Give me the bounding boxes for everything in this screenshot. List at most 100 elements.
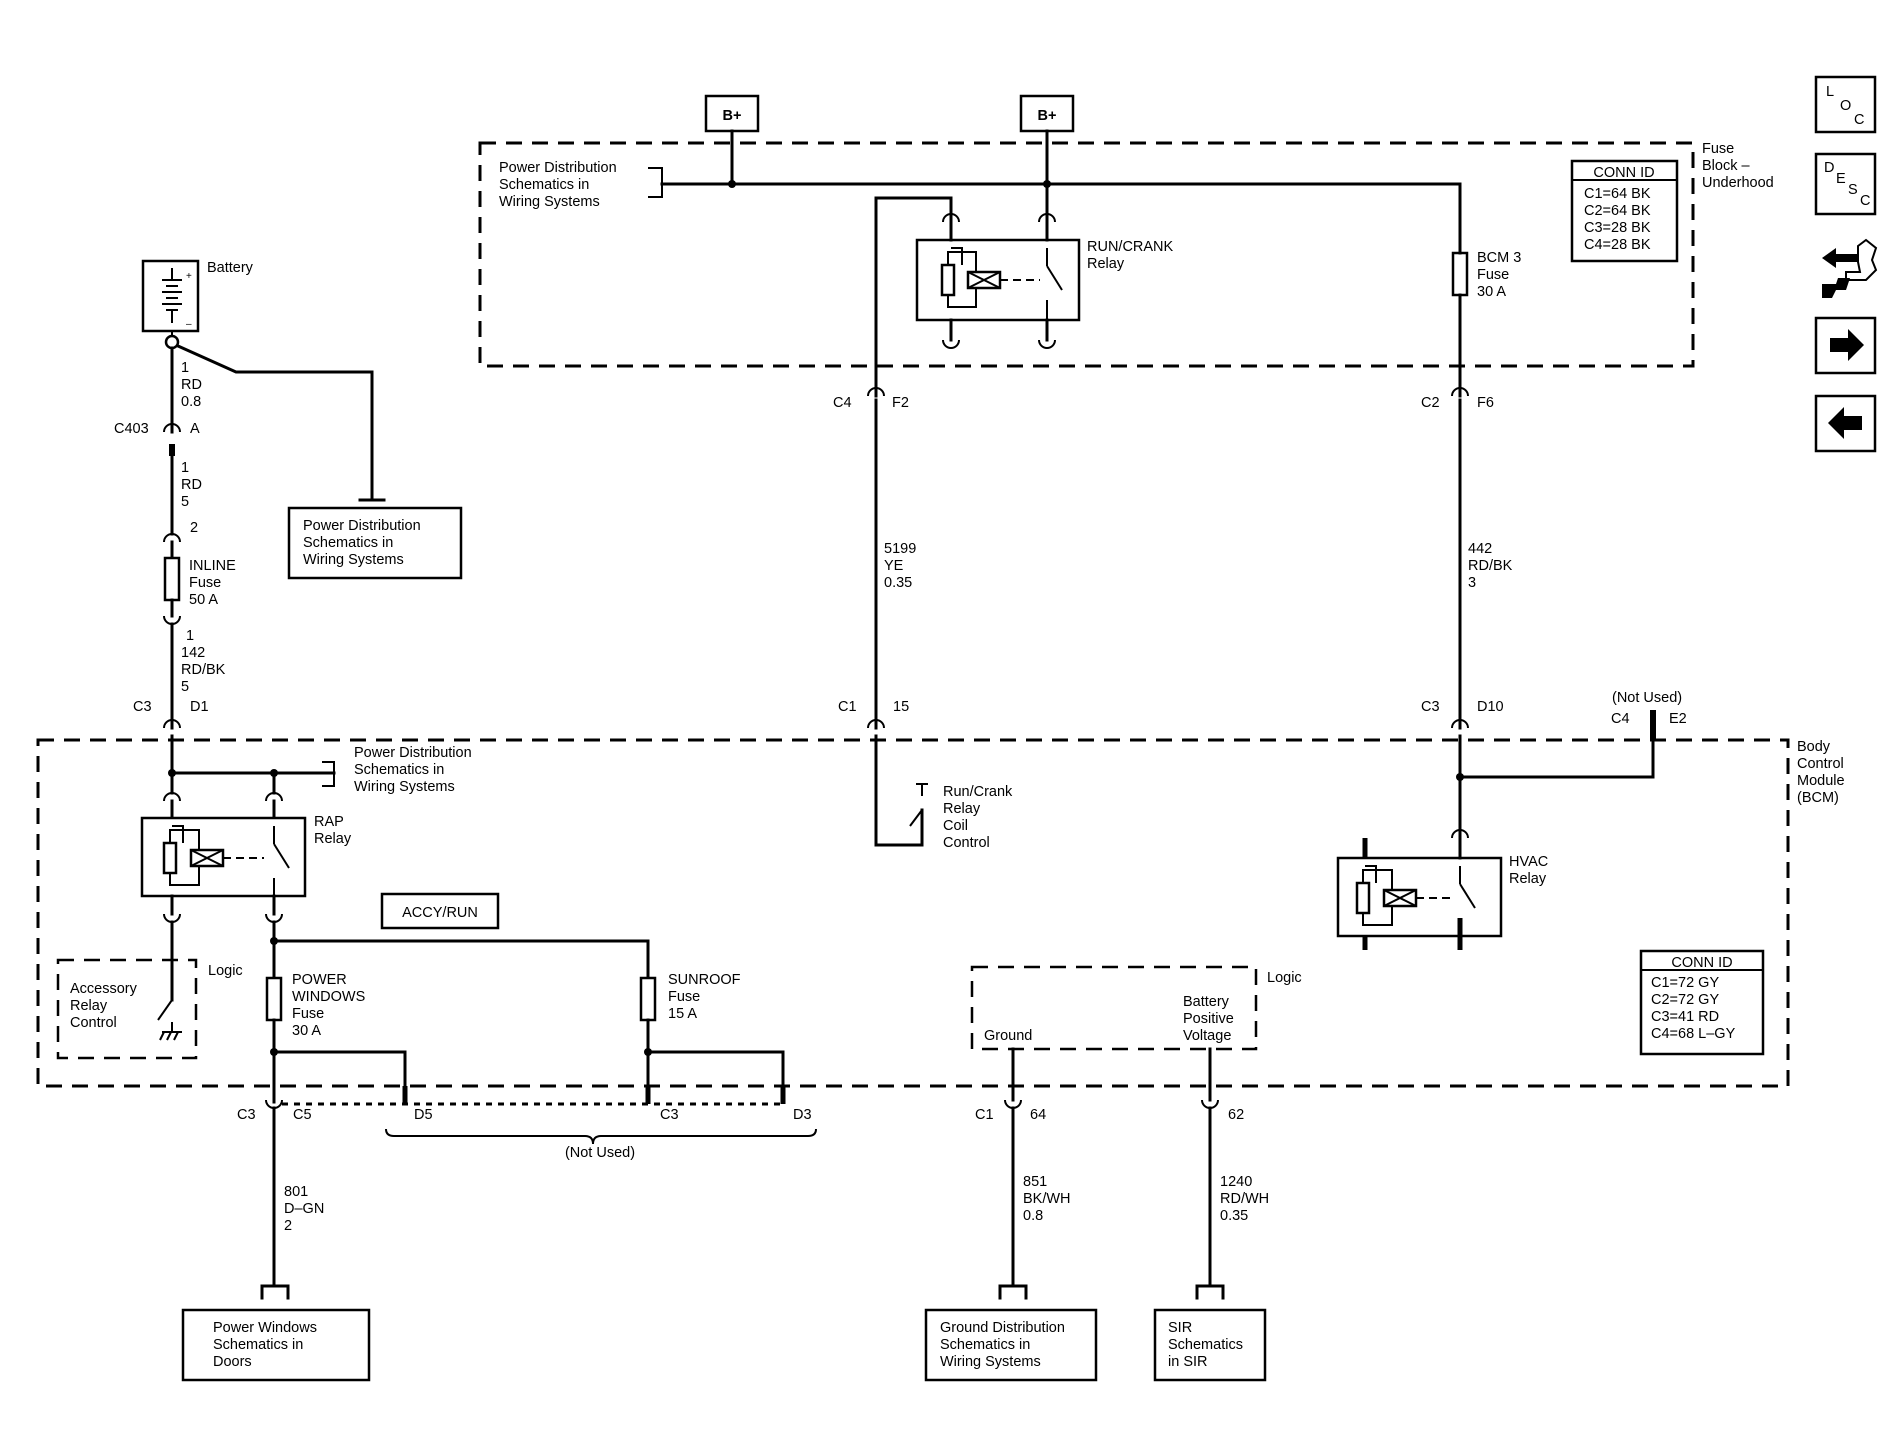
svg-text:RD: RD	[181, 477, 202, 493]
svg-text:BK/WH: BK/WH	[1023, 1191, 1071, 1207]
svg-text:5: 5	[181, 679, 189, 695]
svg-text:Relay: Relay	[70, 998, 108, 1014]
arrow-left-icon[interactable]	[1814, 394, 1877, 453]
svg-text:C4=68 L–GY: C4=68 L–GY	[1651, 1026, 1736, 1042]
svg-text:Fuse: Fuse	[292, 1006, 324, 1022]
svg-text:Module: Module	[1797, 773, 1845, 789]
battery-label: Battery	[207, 260, 254, 276]
svg-text:(Not Used): (Not Used)	[1612, 690, 1682, 706]
connector-c1-15: C1 15	[838, 699, 909, 730]
svg-text:30 A: 30 A	[1477, 284, 1506, 300]
svg-text:C3: C3	[133, 699, 152, 715]
svg-text:F2: F2	[892, 395, 909, 411]
svg-text:D: D	[1824, 160, 1834, 176]
svg-text:C2=72 GY: C2=72 GY	[1651, 992, 1719, 1008]
connector-c3-c5: C3 C5	[237, 1084, 312, 1123]
arrow-right-icon[interactable]	[1814, 316, 1877, 375]
svg-text:C2=64 BK: C2=64 BK	[1584, 203, 1651, 219]
svg-text:C4=28 BK: C4=28 BK	[1584, 237, 1651, 253]
svg-text:Schematics: Schematics	[1168, 1337, 1243, 1353]
svg-text:–: –	[186, 319, 192, 330]
b-plus-right: B+	[1019, 94, 1075, 133]
svg-text:B+: B+	[723, 108, 742, 124]
logic-ground-battery-positive: Logic Ground Battery Positive Voltage	[970, 965, 1302, 1051]
rap-relay: RAP Relay	[140, 792, 352, 923]
svg-text:RD/WH: RD/WH	[1220, 1191, 1269, 1207]
svg-text:Relay: Relay	[1509, 871, 1547, 887]
wire-851-label: 851 BK/WH 0.8	[1023, 1174, 1071, 1224]
dest-ground-distribution: Ground Distribution Schematics in Wiring…	[924, 1284, 1098, 1382]
svg-text:Control: Control	[943, 835, 990, 851]
svg-text:Power Distribution: Power Distribution	[303, 518, 421, 534]
svg-text:C3: C3	[660, 1107, 679, 1123]
fuse-block-underhood: Fuse Block – Underhood B+ B+ Power Distr…	[478, 94, 1774, 368]
svg-text:WINDOWS: WINDOWS	[292, 989, 365, 1005]
svg-text:E: E	[1836, 171, 1846, 187]
svg-text:Power Distribution: Power Distribution	[354, 745, 472, 761]
svg-text:62: 62	[1228, 1107, 1244, 1123]
connector-c4-f2: C4 F2	[833, 364, 909, 411]
svg-text:SUNROOF: SUNROOF	[668, 972, 741, 988]
connector-c3-d1: C3 D1	[133, 699, 209, 730]
svg-text:E2: E2	[1669, 711, 1687, 727]
fuse-pd-ref-1: Power Distribution	[499, 160, 617, 176]
connector-c1-64: C1 64	[975, 1084, 1046, 1123]
svg-text:C2: C2	[1421, 395, 1440, 411]
svg-text:C1: C1	[975, 1107, 994, 1123]
svg-text:Ground: Ground	[984, 1028, 1032, 1044]
sunroof-fuse: SUNROOF Fuse 15 A	[639, 972, 741, 1022]
svg-text:1240: 1240	[1220, 1174, 1252, 1190]
svg-text:1: 1	[186, 628, 194, 644]
svg-text:S: S	[1848, 182, 1858, 198]
svg-text:801: 801	[284, 1184, 308, 1200]
svg-text:15: 15	[893, 699, 909, 715]
svg-text:C: C	[1854, 112, 1864, 128]
svg-text:64: 64	[1030, 1107, 1046, 1123]
svg-text:HVAC: HVAC	[1509, 854, 1548, 870]
svg-text:(Not Used): (Not Used)	[565, 1145, 635, 1161]
svg-text:C3=28 BK: C3=28 BK	[1584, 220, 1651, 236]
battery-wire-top: 1 RD 0.8	[181, 360, 202, 410]
svg-text:Run/Crank: Run/Crank	[943, 784, 1013, 800]
svg-text:RD/BK: RD/BK	[1468, 558, 1513, 574]
svg-text:C1: C1	[838, 699, 857, 715]
svg-text:0.8: 0.8	[1023, 1208, 1043, 1224]
loc-icon[interactable]: L O C	[1814, 75, 1877, 134]
svg-text:D1: D1	[190, 699, 209, 715]
svg-text:D5: D5	[414, 1107, 433, 1123]
svg-text:Schematics in: Schematics in	[354, 762, 444, 778]
svg-text:Schematics in: Schematics in	[213, 1337, 303, 1353]
svg-text:15 A: 15 A	[668, 1006, 697, 1022]
fuse-block-label-1: Fuse	[1702, 141, 1734, 157]
battery: + – Battery	[141, 259, 254, 350]
svg-text:851: 851	[1023, 1174, 1047, 1190]
svg-text:BCM 3: BCM 3	[1477, 250, 1521, 266]
power-windows-fuse: POWER WINDOWS Fuse 30 A	[265, 972, 365, 1039]
svg-text:Doors: Doors	[213, 1354, 252, 1370]
svg-text:0.8: 0.8	[181, 394, 201, 410]
svg-text:O: O	[1840, 98, 1851, 114]
connector-icon[interactable]	[1822, 238, 1878, 298]
svg-text:Wiring Systems: Wiring Systems	[354, 779, 455, 795]
conn-id-table-bcm: CONN ID C1=72 GY C2=72 GY C3=41 RD C4=68…	[1639, 949, 1765, 1056]
fuse-pd-ref-2: Schematics in	[499, 177, 589, 193]
svg-text:0.35: 0.35	[1220, 1208, 1248, 1224]
svg-text:Logic: Logic	[208, 963, 243, 979]
wire-5199-label: 5199 YE 0.35	[884, 541, 916, 591]
svg-text:CONN ID: CONN ID	[1671, 955, 1732, 971]
svg-text:C403: C403	[114, 421, 149, 437]
svg-text:2: 2	[190, 520, 198, 536]
svg-text:Wiring Systems: Wiring Systems	[303, 552, 404, 568]
svg-text:L: L	[1826, 84, 1834, 100]
svg-text:F6: F6	[1477, 395, 1494, 411]
connector-c3-d10: C3 D10	[1421, 699, 1504, 730]
svg-text:Fuse: Fuse	[189, 575, 221, 591]
run-crank-coil-control: Run/Crank Relay Coil Control	[874, 734, 1013, 851]
svg-text:Positive: Positive	[1183, 1011, 1234, 1027]
svg-text:D10: D10	[1477, 699, 1504, 715]
dest-sir: SIR Schematics in SIR	[1153, 1284, 1267, 1382]
svg-text:5199: 5199	[884, 541, 916, 557]
desc-icon[interactable]: D E S C	[1814, 152, 1877, 216]
svg-text:C3=41 RD: C3=41 RD	[1651, 1009, 1719, 1025]
